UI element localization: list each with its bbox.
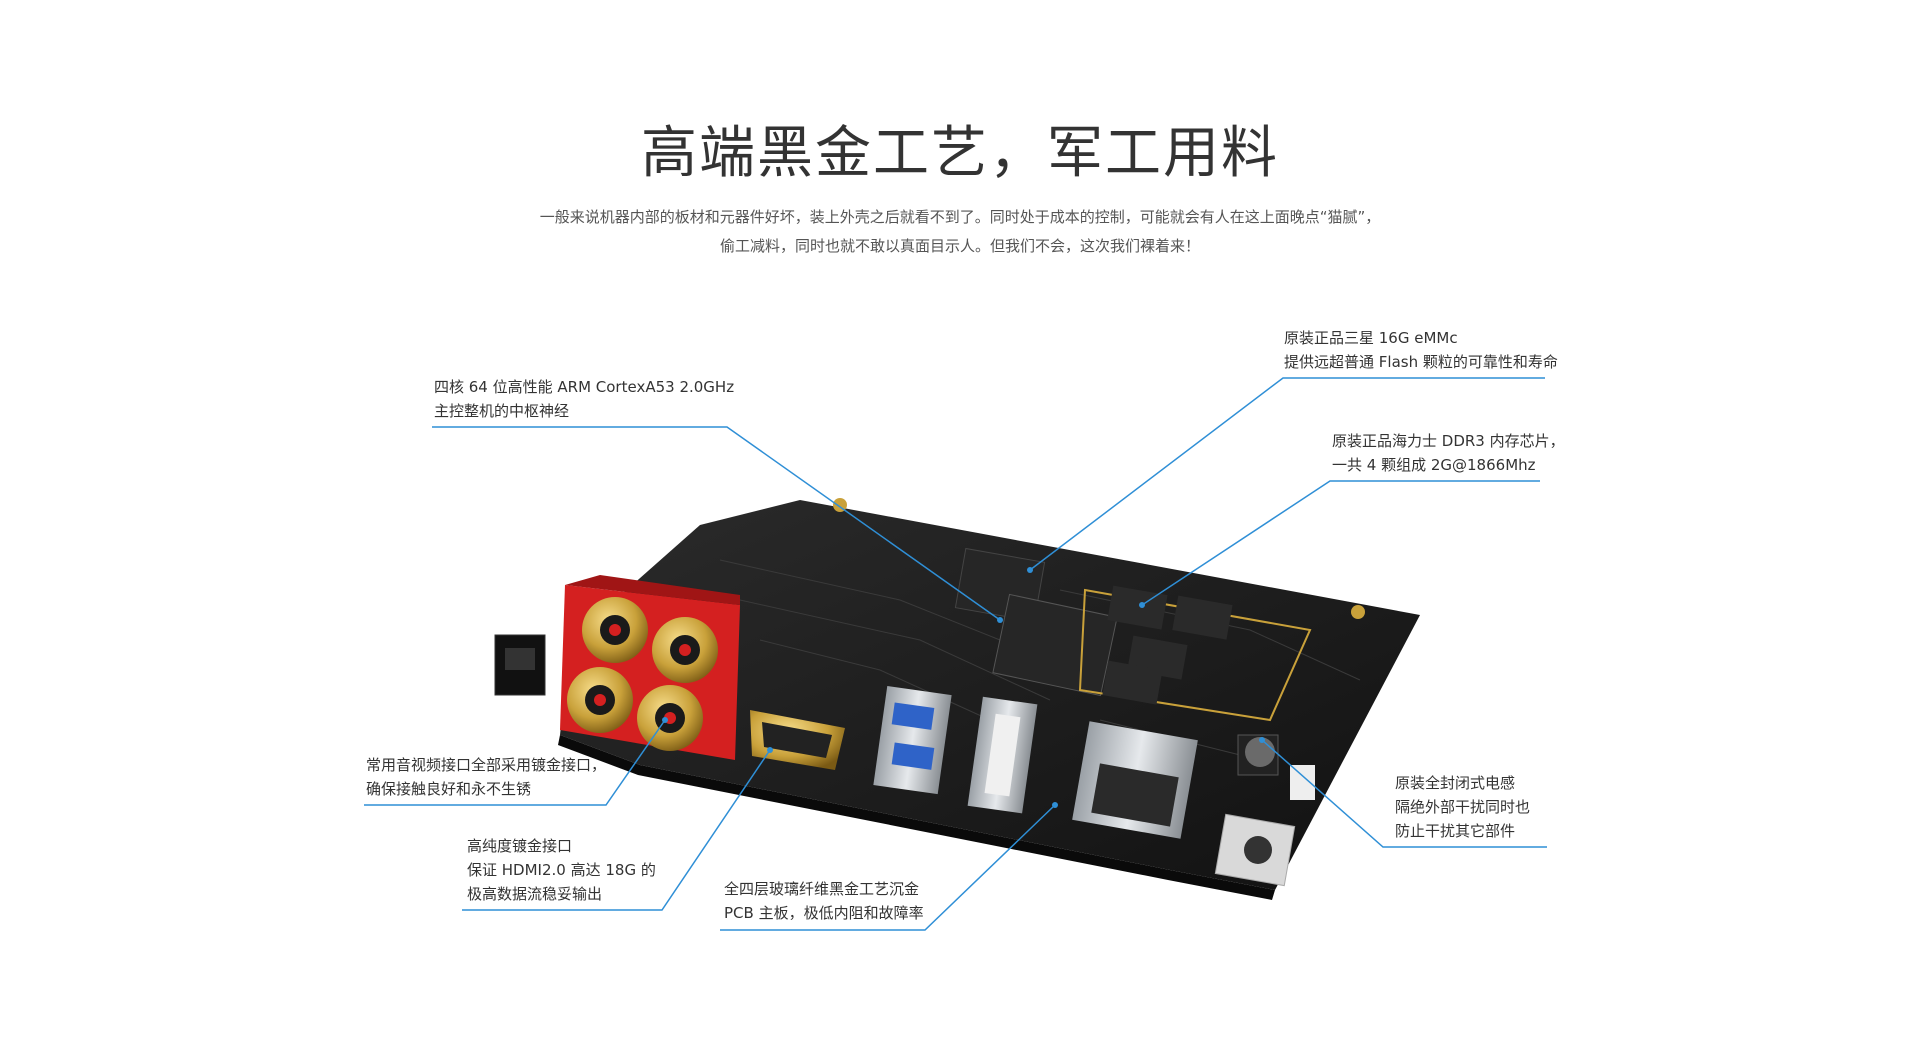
callout-pcb-line-1: 全四层玻璃纤维黑金工艺沉金 — [724, 880, 920, 898]
callout-ddr-line-2: 一共 4 颗组成 2G@1866Mhz — [1332, 456, 1536, 474]
callout-av-line-1: 常用音视频接口全部采用镀金接口， — [366, 756, 607, 774]
callout-ddr: 原装正品海力士 DDR3 内存芯片， 一共 4 颗组成 2G@1866Mhz — [1332, 429, 1565, 477]
leader-line-hdmi — [462, 749, 771, 911]
callout-hdmi: 高纯度镀金接口 保证 HDMI2.0 高达 18G 的 极高数据流稳妥输出 — [467, 834, 656, 906]
page-title: 高端黑金工艺，军工用料 — [641, 121, 1279, 186]
leader-line-cpu — [432, 426, 1001, 621]
callout-ddr-line-1: 原装正品海力士 DDR3 内存芯片， — [1332, 432, 1565, 450]
callout-pcb: 全四层玻璃纤维黑金工艺沉金 PCB 主板，极低内阻和故障率 — [724, 877, 924, 925]
callout-emmc-line-2: 提供远超普通 Flash 颗粒的可靠性和寿命 — [1284, 353, 1558, 371]
intro-text: 一般来说机器内部的板材和元器件好坏，装上外壳之后就看不到了。同时处于成本的控制，… — [0, 203, 1920, 261]
leader-line-pcb — [720, 804, 1056, 931]
leader-line-av — [364, 719, 666, 806]
leader-line-emmc — [1029, 377, 1545, 571]
callout-inductor-line-1: 原装全封闭式电感 — [1395, 774, 1516, 792]
callout-hdmi-line-1: 高纯度镀金接口 — [467, 837, 573, 855]
intro-line-1: 一般来说机器内部的板材和元器件好坏，装上外壳之后就看不到了。同时处于成本的控制，… — [539, 208, 1381, 226]
callout-av-line-2: 确保接触良好和永不生锈 — [366, 780, 532, 798]
callout-cpu-line-1: 四核 64 位高性能 ARM CortexA53 2.0GHz — [434, 378, 735, 396]
callout-hdmi-line-2: 保证 HDMI2.0 高达 18G 的 — [467, 861, 656, 879]
intro-line-2: 偷工减料，同时也就不敢以真面目示人。但我们不会，这次我们裸着来！ — [719, 237, 1200, 255]
pcb-board — [560, 500, 1420, 890]
callout-inductor-line-2: 隔绝外部干扰同时也 — [1395, 798, 1531, 816]
callout-hdmi-line-3: 极高数据流稳妥输出 — [467, 885, 603, 903]
leader-line-ddr — [1141, 480, 1540, 606]
callout-inductor-line-3: 防止干扰其它部件 — [1395, 822, 1516, 840]
callout-av: 常用音视频接口全部采用镀金接口， 确保接触良好和永不生锈 — [366, 753, 606, 801]
callout-cpu: 四核 64 位高性能 ARM CortexA53 2.0GHz 主控整机的中枢神… — [434, 375, 734, 423]
callout-cpu-line-2: 主控整机的中枢神经 — [434, 402, 570, 420]
leader-line-inductor — [1261, 739, 1547, 848]
callout-emmc-line-1: 原装正品三星 16G eMMc — [1284, 329, 1458, 347]
callout-emmc: 原装正品三星 16G eMMc 提供远超普通 Flash 颗粒的可靠性和寿命 — [1284, 326, 1558, 374]
callout-pcb-line-2: PCB 主板，极低内阻和故障率 — [724, 904, 924, 922]
callout-inductor: 原装全封闭式电感 隔绝外部干扰同时也 防止干扰其它部件 — [1395, 771, 1530, 843]
